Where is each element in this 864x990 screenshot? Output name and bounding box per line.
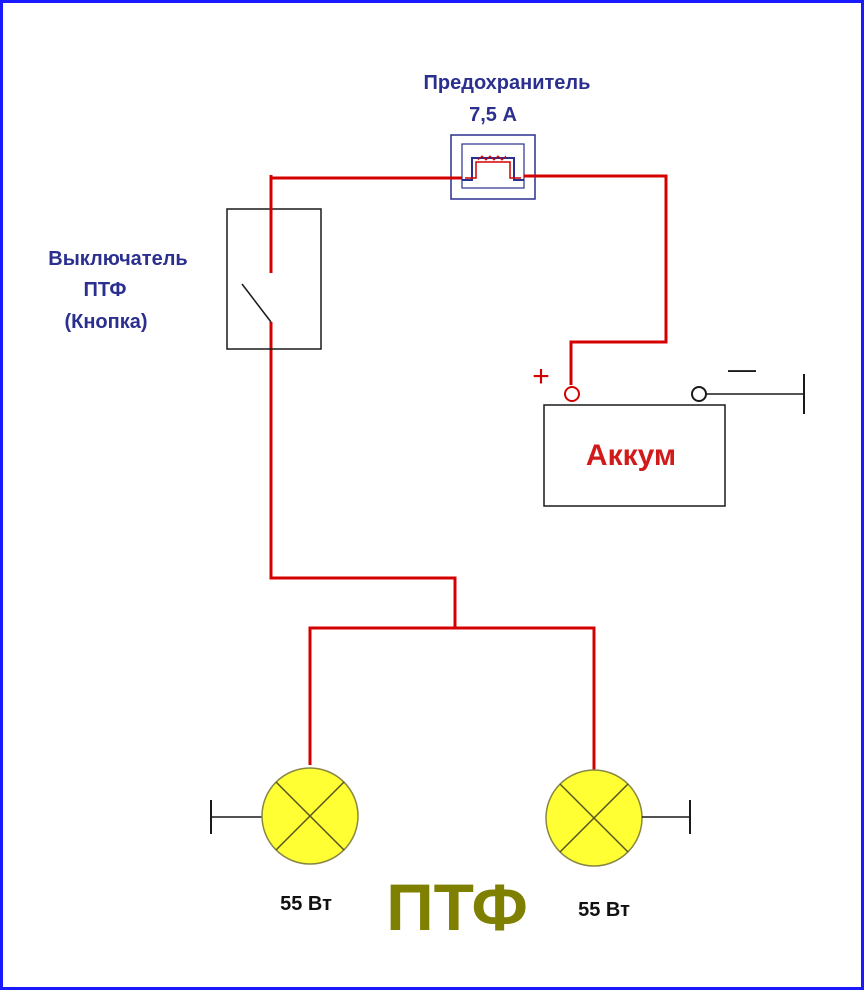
battery-minus-sign: — (728, 353, 756, 384)
wire-fuse-to-battery (524, 174, 668, 385)
wire-switch-to-junction (269, 322, 457, 627)
fuse-filament (477, 155, 507, 161)
wire-junction-to-lamps (308, 626, 596, 770)
diagram-caption: ПТФ (386, 870, 528, 944)
battery-box (543, 404, 726, 507)
switch-box (226, 208, 322, 350)
wire-switch-to-fuse (269, 175, 462, 180)
right-lamp-power: 55 Вт (578, 899, 630, 921)
switch-label-line3: (Кнопка) (64, 311, 147, 333)
fuse-rating: 7,5 А (469, 104, 517, 126)
fuse-title: Предохранитель (424, 72, 591, 94)
switch-symbol (226, 178, 322, 350)
left-lamp-power: 55 Вт (280, 893, 332, 915)
battery-plus-sign: + (532, 360, 550, 393)
right-lamp-cross-b (559, 783, 629, 853)
battery-symbol (543, 374, 805, 507)
fuse-wire (465, 161, 521, 179)
battery-label: Аккум (586, 439, 676, 472)
left-lamp-cross-b (275, 781, 345, 851)
battery-minus-terminal (691, 386, 707, 402)
switch-blade (241, 283, 272, 323)
right-lamp (545, 769, 691, 867)
battery-plus-terminal (564, 386, 580, 402)
switch-label-line2: ПТФ (84, 279, 127, 301)
fuse-element (462, 157, 524, 181)
fuse-symbol (450, 134, 536, 200)
left-lamp (210, 767, 359, 865)
switch-label-line1: Выключатель (48, 248, 187, 270)
